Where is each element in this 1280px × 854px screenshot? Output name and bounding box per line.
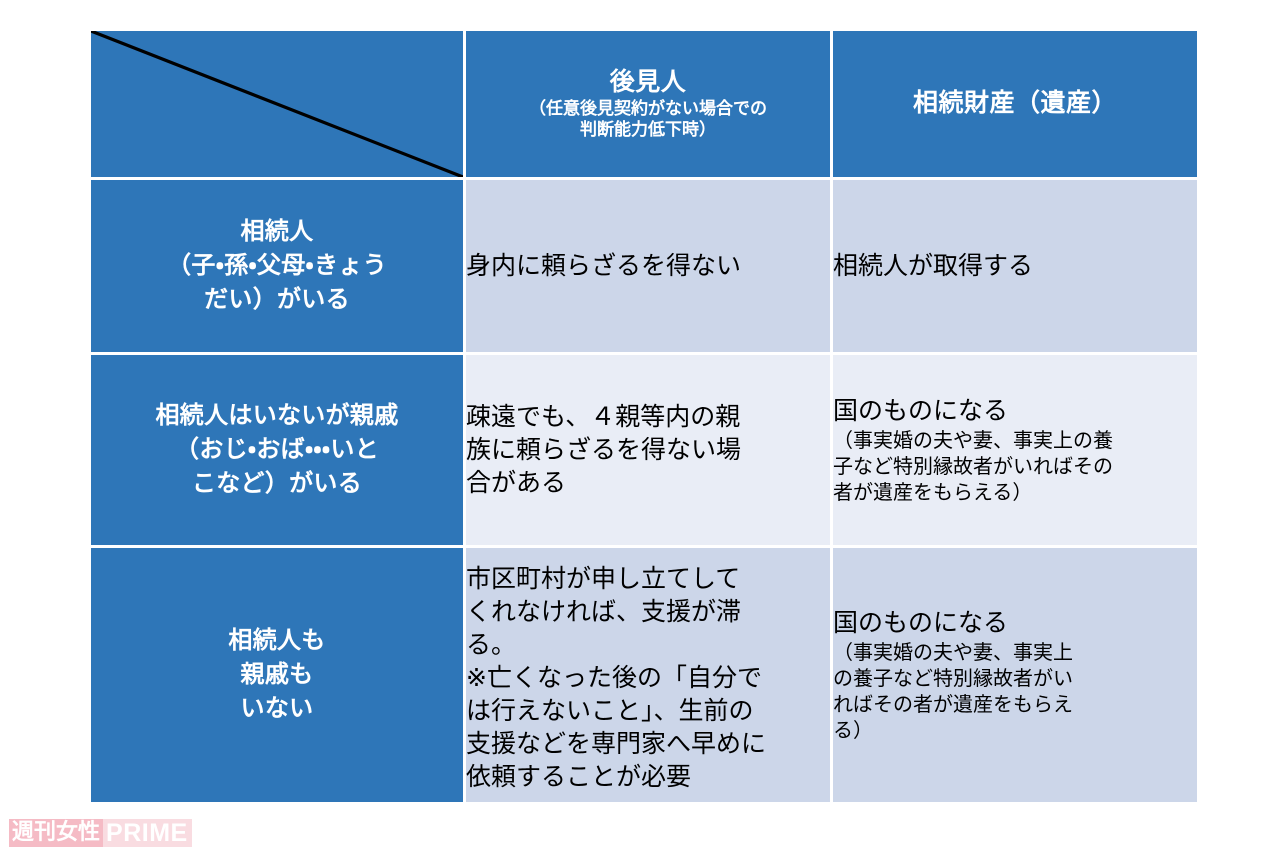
comparison-table: 後見人 （任意後見契約がない場合での 判断能力低下時） 相続財産（遺産） 相続人…: [88, 28, 1200, 805]
column-header-estate-title: 相続財産（遺産）: [912, 89, 1117, 118]
row-header-line: 相続人: [240, 217, 314, 245]
cell-text-line: 支援などを専門家へ早めに: [466, 729, 767, 758]
cell-text-line: 相続人が取得する: [833, 251, 1034, 280]
diagonal-slash-icon: [91, 31, 463, 177]
column-header-guardian-subtitle-line-1: （任意後見契約がない場合での: [529, 99, 767, 118]
row-header-heirs-exist: 相続人 （子・孫・父母・きょう だい）がいる: [91, 180, 463, 352]
cell-note-line: （事実婚の夫や妻、事実上の養: [833, 429, 1113, 452]
comparison-table-container: 後見人 （任意後見契約がない場合での 判断能力低下時） 相続財産（遺産） 相続人…: [88, 28, 1197, 802]
row-header-line: （子・孫・父母・きょう: [167, 251, 387, 279]
cell-note-line: （事実婚の夫や妻、事実上: [833, 641, 1073, 664]
table-row: 相続人も 親戚も いない 市区町村が申し立てして くれなければ、支援が滞 る。 …: [91, 548, 1197, 802]
table-row: 相続人はいないが親戚 （おじ・おば・・・いと こなど）がいる 疎遠でも、４親等内…: [91, 355, 1197, 545]
row-header-line: こなど）がいる: [191, 470, 363, 498]
cell-text-line: くれなければ、支援が滞: [466, 597, 742, 626]
row-header-line: （おじ・おば・・・いと: [175, 435, 379, 463]
cell-estate-row-3: 国のものになる （事実婚の夫や妻、事実上 の養子など特別縁故者がい ればその者が…: [833, 548, 1197, 802]
cell-note-line: ればその者が遺産をもらえ: [833, 693, 1073, 716]
cell-guardian-row-2: 疎遠でも、４親等内の親 族に頼らざるを得ない場 合がある: [466, 355, 830, 545]
cell-estate-row-2: 国のものになる （事実婚の夫や妻、事実上の養 子など特別縁故者がいればその 者が…: [833, 355, 1197, 545]
column-header-guardian-title: 後見人: [609, 67, 687, 96]
row-header-line: だい）がいる: [204, 286, 350, 314]
column-header-guardian-subtitle: （任意後見契約がない場合での 判断能力低下時）: [466, 98, 830, 141]
watermark-logo: 週刊女性 PRIME: [9, 819, 192, 847]
column-header-guardian-subtitle-line-2: 判断能力低下時）: [580, 120, 716, 140]
cell-guardian-row-3: 市区町村が申し立てして くれなければ、支援が滞 る。 ※亡くなった後の「自分で …: [466, 548, 830, 802]
cell-note-line: る）: [833, 719, 873, 742]
column-header-estate: 相続財産（遺産）: [833, 31, 1197, 177]
cell-note-line: 子など特別縁故者がいればその: [833, 455, 1113, 478]
cell-text-line: 国のものになる: [833, 396, 1009, 425]
cell-text-line: 市区町村が申し立てして: [466, 564, 741, 593]
row-header-line: いない: [240, 695, 314, 723]
cell-text-line: る。: [466, 630, 517, 659]
cell-text-line: 国のものになる: [833, 608, 1009, 637]
cell-note-line: 者が遺産をもらえる）: [833, 481, 1033, 504]
cell-text-line: 合がある: [466, 468, 567, 497]
row-header-no-heirs-but-relatives: 相続人はいないが親戚 （おじ・おば・・・いと こなど）がいる: [91, 355, 463, 545]
corner-cell: [91, 31, 463, 177]
cell-note-line: の養子など特別縁故者がい: [833, 667, 1073, 690]
column-header-guardian: 後見人 （任意後見契約がない場合での 判断能力低下時）: [466, 31, 830, 177]
table-header-row: 後見人 （任意後見契約がない場合での 判断能力低下時） 相続財産（遺産）: [91, 31, 1197, 177]
watermark-logo-en-text: PRIME: [103, 819, 192, 847]
cell-text-line: 疎遠でも、４親等内の親: [466, 402, 741, 431]
row-header-no-heirs-no-relatives: 相続人も 親戚も いない: [91, 548, 463, 802]
row-header-line: 相続人はいないが親戚: [155, 401, 399, 429]
cell-text-line: 身内に頼らざるを得ない: [466, 251, 742, 280]
cell-text-line: 族に頼らざるを得ない場: [466, 435, 742, 464]
row-header-line: 親戚も: [240, 660, 314, 688]
table-row: 相続人 （子・孫・父母・きょう だい）がいる 身内に頼らざるを得ない 相続人が取…: [91, 180, 1197, 352]
watermark-logo-jp-text: 週刊女性: [9, 819, 104, 847]
row-header-line: 相続人も: [228, 626, 326, 654]
cell-text-line: は行えないこと」、生前の: [466, 696, 754, 725]
cell-estate-row-1: 相続人が取得する: [833, 180, 1197, 352]
cell-text-line: 依頼することが必要: [466, 762, 692, 791]
cell-guardian-row-1: 身内に頼らざるを得ない: [466, 180, 830, 352]
cell-text-line: ※亡くなった後の「自分で: [466, 663, 762, 692]
